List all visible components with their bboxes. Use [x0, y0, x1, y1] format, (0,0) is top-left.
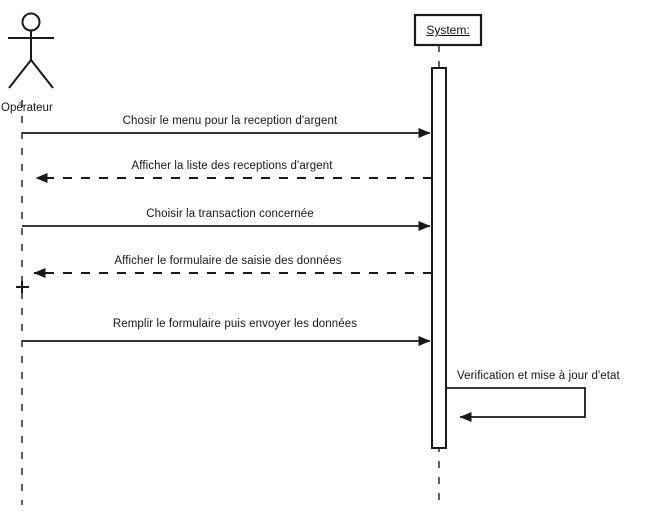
message-label-2: Afficher la liste des receptions d'argen…: [131, 160, 333, 172]
message-label-1: Chosir le menu pour la reception d'argen…: [122, 115, 338, 127]
actor-stick-figure-icon: [8, 12, 54, 89]
message-label-5: Remplir le formulaire puis envoyer les d…: [112, 318, 358, 330]
actor-cross-mark-icon: [16, 281, 29, 293]
participant-box-system[interactable]: [413, 13, 483, 47]
message-label-3: Choisir la transaction concernée: [146, 208, 314, 220]
message-label-4: Afficher le formulaire de saisie des don…: [114, 255, 342, 267]
activation-bar-system: [431, 67, 447, 449]
participant-label-system: System:: [426, 23, 470, 37]
message-label-6: Verification et mise à jour d'etat: [457, 370, 620, 382]
message-arrow-6-self-loop: [446, 387, 586, 422]
participant-label-operateur: Opérateur: [1, 102, 53, 114]
